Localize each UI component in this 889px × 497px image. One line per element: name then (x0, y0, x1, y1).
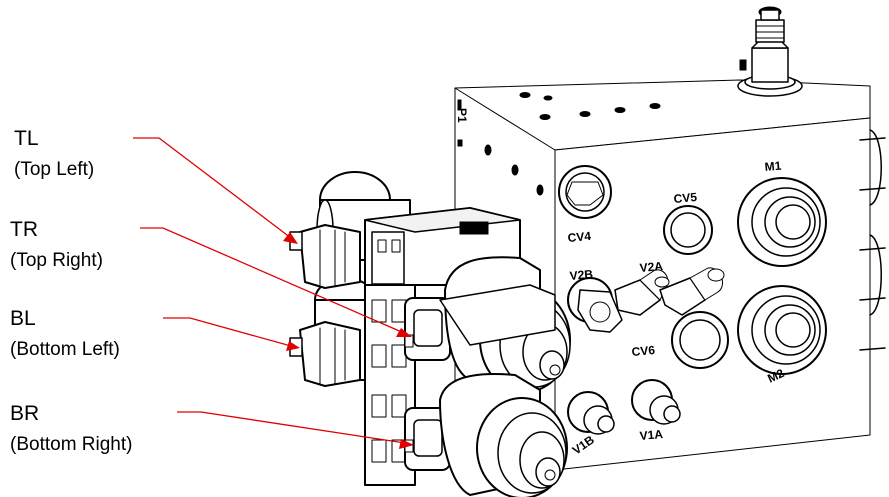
callout-tr-abbr: TR (10, 218, 38, 241)
leader-tl (133, 137, 298, 244)
label-m1: M1 (764, 159, 782, 174)
label-p1: P1 (455, 108, 469, 123)
top-sensor-fitting (737, 6, 803, 97)
callout-br-abbr: BR (10, 402, 39, 425)
port-cv5 (663, 205, 713, 255)
label-cv6: CV6 (631, 343, 656, 359)
label-cv4: CV4 (567, 229, 592, 245)
solenoid-body-middle (439, 284, 556, 346)
port-m1 (737, 177, 827, 267)
callout-tl-abbr: TL (14, 127, 39, 150)
callout-bl-abbr: BL (10, 307, 36, 330)
label-m2: M2 (765, 366, 786, 386)
leader-bl (163, 317, 300, 351)
leader-br (177, 411, 414, 449)
port-cv4 (558, 165, 612, 219)
port-m2 (737, 285, 827, 375)
callout-tl: TL (Top Left) (14, 127, 94, 180)
port-v2a (614, 267, 725, 316)
connector-plug-bl (289, 321, 361, 387)
port-v1a (631, 379, 681, 425)
callout-tl-full: (Top Left) (14, 159, 94, 180)
callout-tr: TR (Top Right) (10, 218, 103, 271)
label-v1a: V1A (639, 427, 664, 443)
callout-br: BR (Bottom Right) (10, 402, 132, 455)
label-cv5: CV5 (673, 190, 698, 206)
callout-leaders (133, 137, 414, 449)
callout-br-full: (Bottom Right) (10, 434, 132, 455)
callout-tr-full: (Top Right) (10, 250, 103, 271)
connector-plug-tr (404, 297, 451, 361)
label-v2a: V2A (639, 259, 664, 275)
port-v1b (567, 391, 615, 435)
connector-plug-tl (289, 224, 361, 289)
port-cv6 (671, 311, 729, 369)
leader-tr (140, 227, 412, 337)
callout-bl-full: (Bottom Left) (10, 339, 120, 360)
label-v2b: V2B (569, 267, 594, 283)
port-v2b (567, 277, 623, 333)
callout-bl: BL (Bottom Left) (10, 307, 120, 360)
solenoid-cartridge-lower (439, 373, 568, 497)
